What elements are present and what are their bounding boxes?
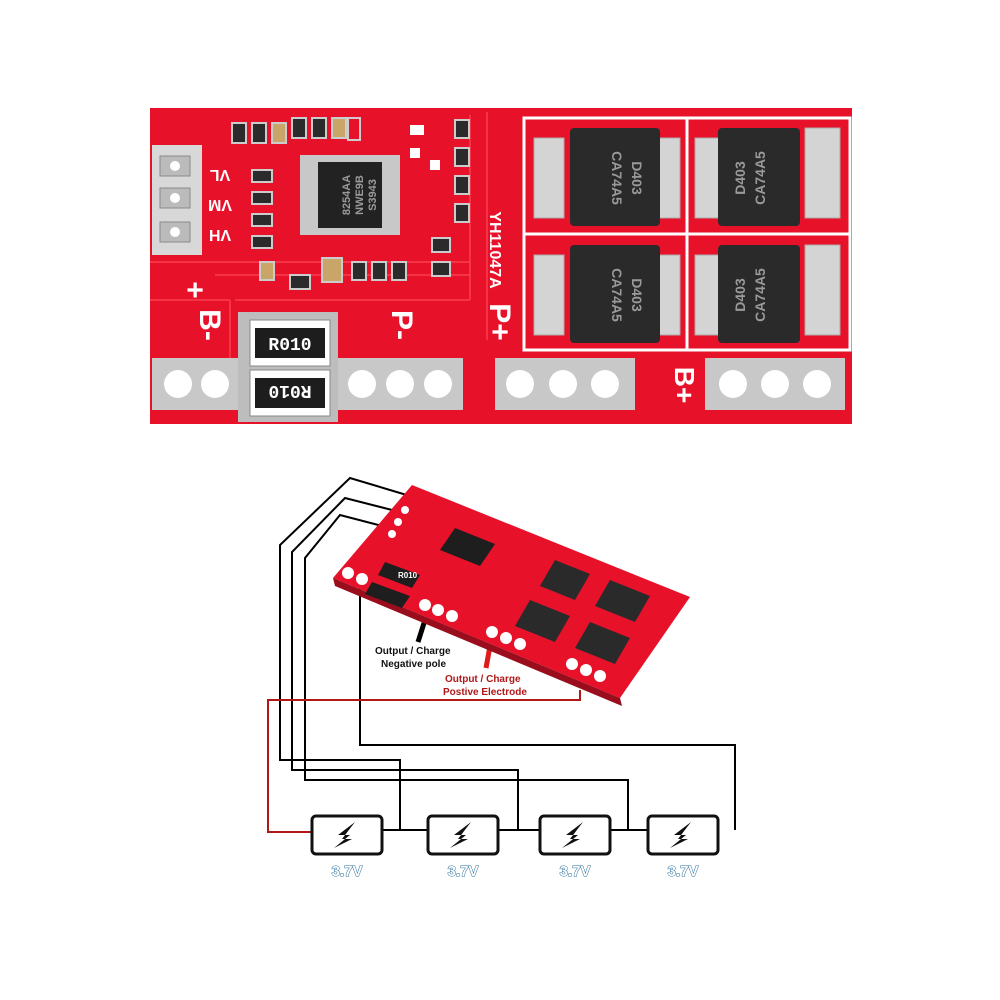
cell-1-voltage: 3.7V: [332, 863, 363, 880]
negative-label-line1: Output / Charge: [375, 646, 451, 657]
label-b-plus: B+: [669, 367, 700, 404]
mosfet-4: D403 CA74A5: [694, 244, 841, 343]
mosfet-3-line2: CA74A5: [609, 268, 625, 322]
ic-marking-1: 8254AA: [341, 175, 353, 215]
balance-wires: [279, 476, 736, 831]
mosfet-1-line2: CA74A5: [609, 151, 625, 205]
cell-4-voltage: 3.7V: [668, 863, 699, 880]
resistor-1-label: R010: [268, 336, 311, 356]
label-p-minus: P-: [385, 310, 418, 340]
resistor-2-label: R010: [268, 380, 311, 400]
sense-resistors: R010 R010: [238, 312, 338, 422]
mosfet-1: D403 CA74A5: [533, 128, 681, 226]
mosfet-2-line1: D403: [732, 161, 748, 195]
smd-components: [231, 117, 470, 290]
battery-cell-4: 3.7V: [646, 814, 720, 881]
label-p-plus: P+: [483, 303, 516, 341]
model-label: YH11047A: [486, 211, 503, 289]
cell-3-voltage: 3.7V: [560, 863, 591, 880]
mosfet-4-line1: D403: [732, 278, 748, 312]
terminal-pads: [152, 358, 845, 410]
negative-lead: [415, 619, 428, 643]
pcb-board: VL VM VH: [150, 108, 852, 424]
mosfet-1-line1: D403: [629, 161, 645, 195]
mosfet-3: D403 CA74A5: [533, 245, 681, 343]
label-vm: VM: [208, 196, 232, 213]
ic-marking-2: NWE9B: [354, 175, 366, 215]
label-plus: +: [178, 281, 211, 299]
small-resistor-label: R010: [398, 571, 418, 580]
mosfet-4-line2: CA74A5: [752, 268, 768, 322]
label-b-minus: B-: [193, 309, 226, 341]
mosfet-area: D403 CA74A5 D403 CA74A5 D403 CA74A5: [522, 116, 852, 352]
ic-marking-3: S3943: [367, 179, 379, 211]
label-vh: VH: [209, 226, 231, 243]
mosfet-2: D403 CA74A5: [694, 127, 841, 226]
mosfet-2-line2: CA74A5: [752, 151, 768, 205]
cell-2-voltage: 3.7V: [448, 863, 479, 880]
battery-cell-1: 3.7V: [310, 814, 384, 881]
battery-cell-3: 3.7V: [538, 814, 612, 881]
balance-pads: [152, 145, 202, 255]
positive-label-line2: Postive Electrode: [443, 687, 527, 698]
mosfet-3-line1: D403: [629, 278, 645, 312]
battery-cell-2: 3.7V: [426, 814, 500, 881]
negative-label-line2: Negative pole: [381, 659, 446, 670]
positive-wire: [267, 690, 581, 833]
positive-label-line1: Output / Charge: [445, 674, 521, 685]
pcb-perspective: R010: [333, 485, 690, 706]
label-vl: VL: [210, 166, 231, 183]
protection-ic: 8254AA NWE9B S3943: [300, 155, 400, 235]
